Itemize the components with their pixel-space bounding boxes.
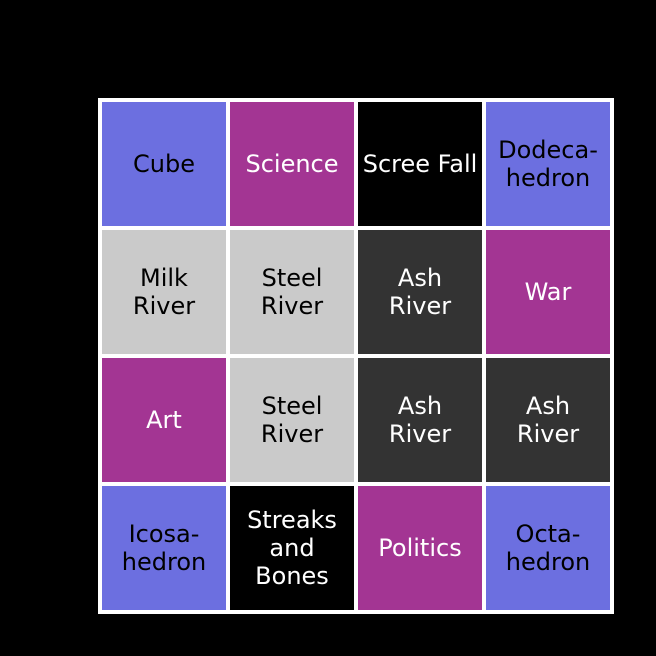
tile-label: Dodeca- hedron bbox=[498, 136, 598, 192]
tile-label: Milk River bbox=[132, 264, 196, 320]
tile-10[interactable]: Ash River bbox=[358, 358, 482, 482]
tile-label: Scree Fall bbox=[362, 150, 478, 178]
tile-label: Icosa- hedron bbox=[121, 520, 207, 576]
tile-13[interactable]: Streaks and Bones bbox=[230, 486, 354, 610]
tile-9[interactable]: Steel River bbox=[230, 358, 354, 482]
tile-12[interactable]: Icosa- hedron bbox=[102, 486, 226, 610]
tile-label: Streaks and Bones bbox=[247, 506, 337, 590]
tile-label: Ash River bbox=[516, 392, 580, 448]
tile-label: Science bbox=[245, 150, 339, 178]
tile-label: Octa- hedron bbox=[505, 520, 591, 576]
tile-label: Art bbox=[146, 406, 182, 434]
tile-label: Ash River bbox=[388, 264, 452, 320]
tile-3[interactable]: Dodeca- hedron bbox=[486, 102, 610, 226]
tile-label: Steel River bbox=[260, 392, 324, 448]
tile-4[interactable]: Milk River bbox=[102, 230, 226, 354]
tile-7[interactable]: War bbox=[486, 230, 610, 354]
tile-8[interactable]: Art bbox=[102, 358, 226, 482]
tile-15[interactable]: Octa- hedron bbox=[486, 486, 610, 610]
tile-label: War bbox=[524, 278, 572, 306]
tile-1[interactable]: Science bbox=[230, 102, 354, 226]
tile-label: Steel River bbox=[260, 264, 324, 320]
tile-14[interactable]: Politics bbox=[358, 486, 482, 610]
tile-11[interactable]: Ash River bbox=[486, 358, 610, 482]
tile-2[interactable]: Scree Fall bbox=[358, 102, 482, 226]
game-board: Cube Science Scree Fall Dodeca- hedron M… bbox=[98, 98, 614, 614]
tile-6[interactable]: Ash River bbox=[358, 230, 482, 354]
tile-0[interactable]: Cube bbox=[102, 102, 226, 226]
tile-label: Politics bbox=[378, 534, 462, 562]
tile-5[interactable]: Steel River bbox=[230, 230, 354, 354]
tile-label: Cube bbox=[133, 150, 195, 178]
tile-label: Ash River bbox=[388, 392, 452, 448]
